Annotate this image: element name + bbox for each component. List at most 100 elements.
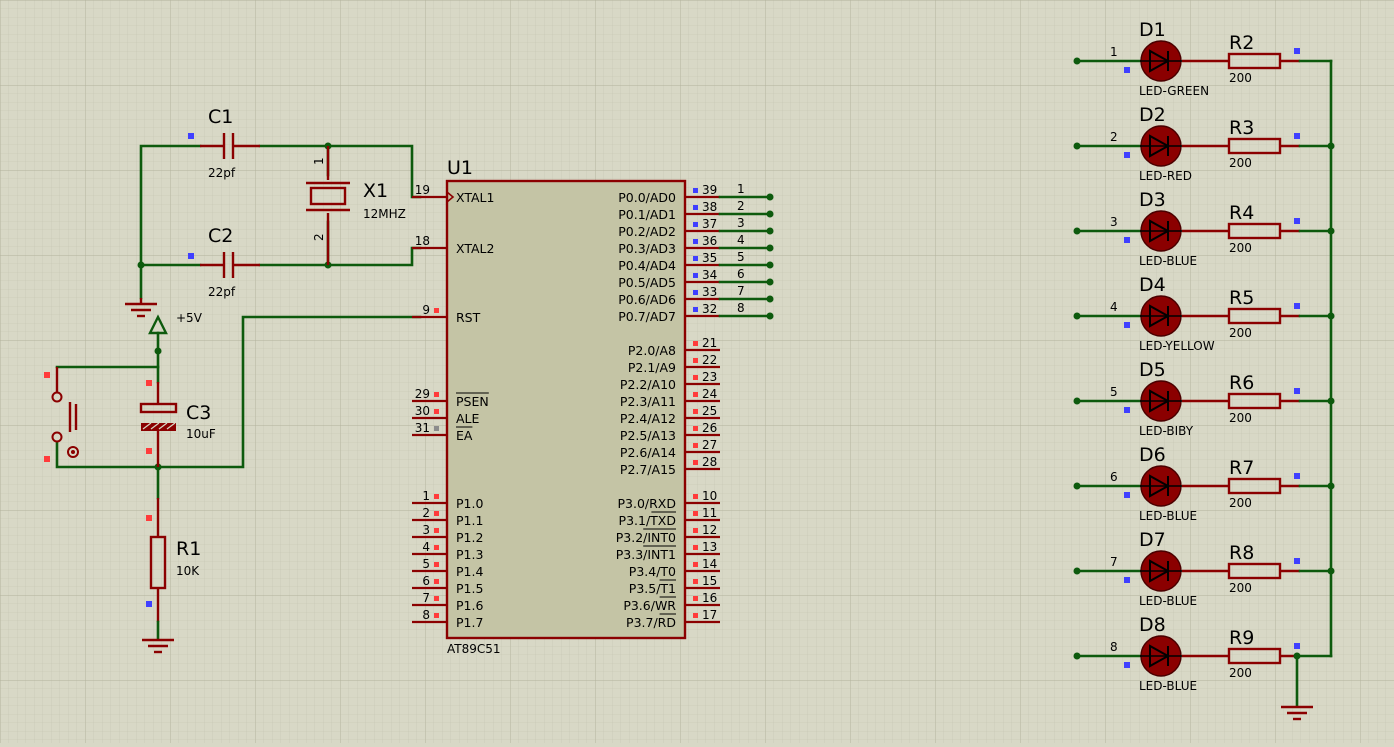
p0-net-8[interactable]: 8	[718, 301, 774, 320]
pin-number: 5	[422, 557, 430, 571]
pin-number: 7	[422, 591, 430, 605]
led-type: LED-BLUE	[1139, 509, 1197, 523]
led-net-label: 3	[1110, 215, 1118, 229]
crystal-circuit: C1 22pf C2 22pf 1 2 X1 12MHZ	[125, 106, 422, 318]
resistor-value: 200	[1229, 666, 1252, 680]
pin-number: 15	[702, 574, 717, 588]
led-icon	[1140, 210, 1182, 252]
crystal-x1[interactable]: 1 2 X1 12MHZ	[306, 146, 406, 265]
p0-net-2[interactable]: 2	[718, 199, 774, 218]
pin-name: P3.6/WR	[623, 598, 676, 613]
pin-name: P2.6/A14	[620, 445, 676, 460]
pin-number: 8	[422, 608, 430, 622]
p0-net-4[interactable]: 4	[718, 233, 774, 252]
p0-net-7[interactable]: 7	[718, 284, 774, 303]
led-ref: D4	[1139, 274, 1166, 296]
pin-name: P3.3/INT1	[616, 547, 676, 562]
p0-net-3[interactable]: 3	[718, 216, 774, 235]
pin-name: P1.6	[456, 598, 483, 613]
reset-button[interactable]	[44, 367, 79, 462]
pin-name: XTAL2	[456, 241, 494, 256]
capacitor-c2[interactable]: C2 22pf	[188, 225, 260, 299]
power-terminal-icon: +5V	[148, 311, 203, 353]
p0-net-5[interactable]: 5	[718, 250, 774, 269]
c2-value: 22pf	[208, 285, 236, 299]
pin-number: 22	[702, 353, 717, 367]
capacitor-c3[interactable]: C3 10uF	[139, 380, 216, 467]
led-icon	[1140, 125, 1182, 167]
pin-name: EA	[456, 428, 473, 443]
pin-name: PSEN	[456, 394, 489, 409]
pin-number: 39	[702, 183, 717, 197]
p0-net-1[interactable]: 1	[718, 182, 774, 201]
resistor-r1[interactable]: R1 10K	[146, 498, 201, 622]
pin-number: 2	[422, 506, 430, 520]
led-type: LED-GREEN	[1139, 84, 1209, 98]
led-ref: D6	[1139, 444, 1166, 466]
pin-number: 11	[702, 506, 717, 520]
led-type: LED-YELLOW	[1139, 339, 1215, 353]
capacitor-c1[interactable]: C1 22pf	[188, 106, 260, 180]
pin-number: 9	[422, 303, 430, 317]
p0-net-6[interactable]: 6	[718, 267, 774, 286]
pin-number: 28	[702, 455, 717, 469]
